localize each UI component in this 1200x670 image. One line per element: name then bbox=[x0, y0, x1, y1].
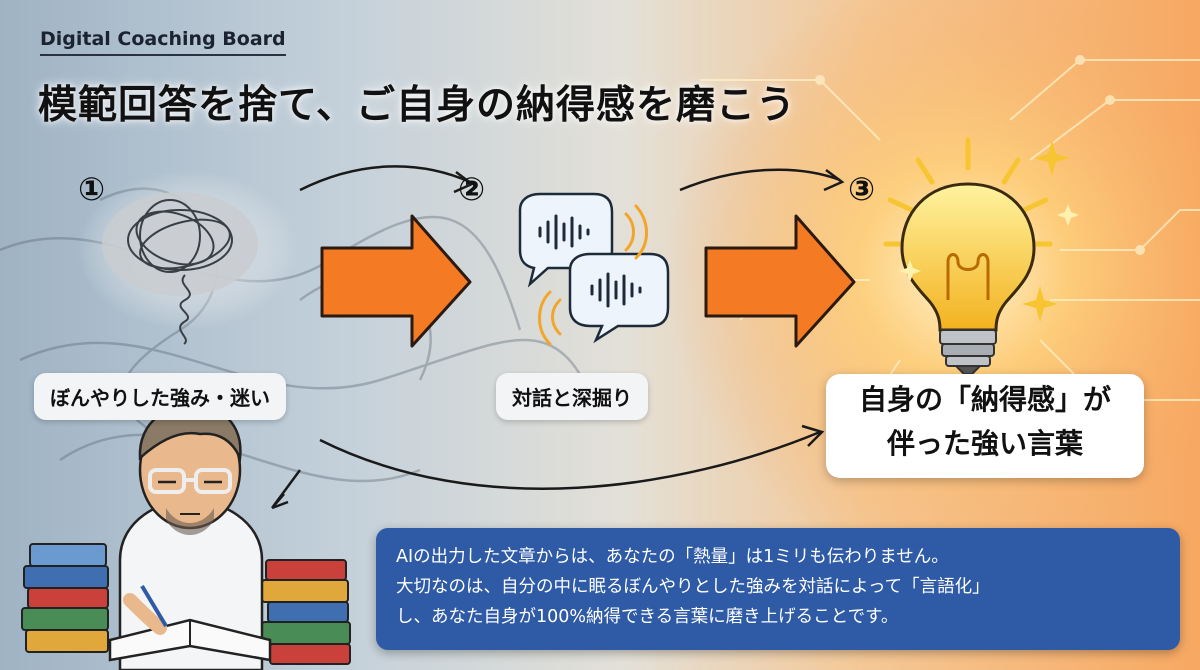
step-3-label-line-1: 自身の「納得感」が bbox=[858, 383, 1111, 416]
board-header-label: Digital Coaching Board bbox=[40, 28, 286, 56]
message-line-1: AIの出力した文章からは、あなたの「熱量」は1ミリも伝わりません。 bbox=[396, 547, 949, 567]
books-icon bbox=[21, 543, 109, 653]
books-icon bbox=[261, 559, 351, 665]
coach-illustration bbox=[108, 404, 272, 670]
step-2-label: 対話と深掘り bbox=[496, 373, 648, 420]
step-2-number: ② bbox=[458, 170, 486, 208]
step-1-number: ① bbox=[78, 170, 106, 208]
message-line-2: 大切なのは、自分の中に眠るぼんやりとした強みを対話によって「言語化」 bbox=[396, 577, 990, 597]
step-1-label: ぼんやりした強み・迷い bbox=[34, 373, 286, 420]
speech-bubbles-icon bbox=[518, 192, 670, 346]
message-box: AIの出力した文章からは、あなたの「熱量」は1ミリも伝わりません。 大切なのは、… bbox=[376, 528, 1180, 650]
thin-arrows bbox=[270, 165, 845, 510]
big-arrow-icon bbox=[704, 214, 856, 348]
message-line-3: し、あなた自身が100%納得できる言葉に磨き上げることです。 bbox=[396, 607, 899, 627]
tangled-cloud-icon bbox=[78, 170, 298, 345]
step-3-number: ③ bbox=[848, 170, 876, 208]
big-arrow-icon bbox=[320, 214, 472, 348]
step-3-label: 自身の「納得感」が 伴った強い言葉 bbox=[826, 374, 1144, 478]
lightbulb-icon bbox=[883, 137, 1079, 375]
page-title: 模範回答を捨て、ご自身の納得感を磨こう bbox=[38, 83, 797, 128]
step-3-label-line-2: 伴った強い言葉 bbox=[886, 427, 1083, 460]
